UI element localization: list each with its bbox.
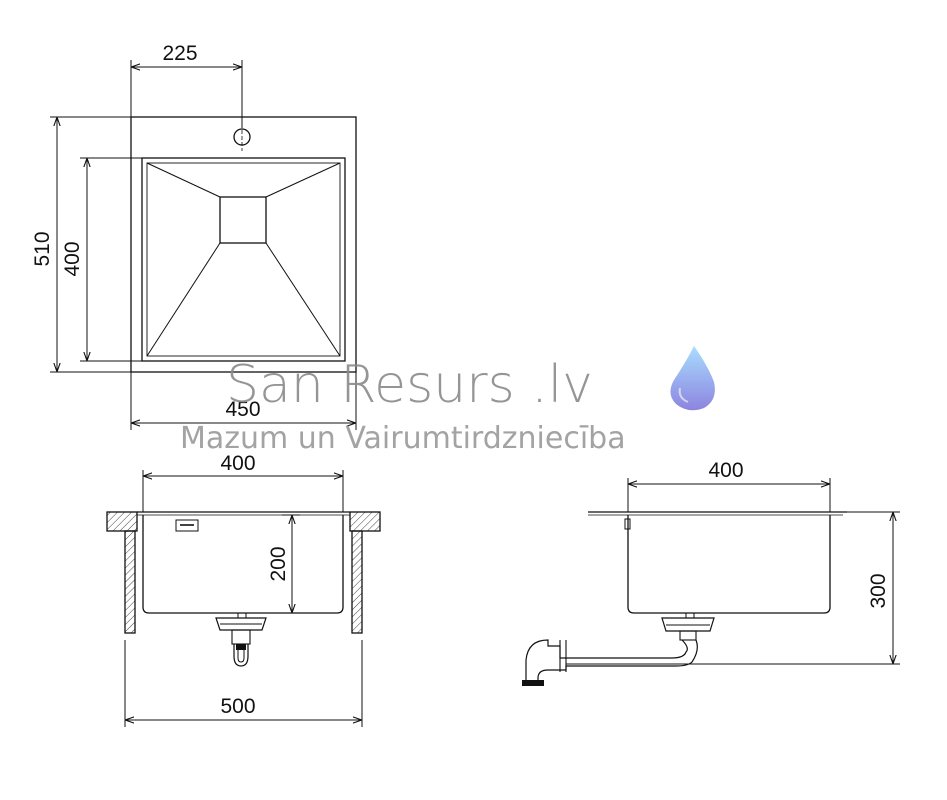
- dim-label-width: 450: [225, 398, 260, 421]
- dim-label-cabinet: 500: [220, 695, 255, 718]
- dim-label-side-bowl-width: 400: [708, 459, 743, 482]
- cabinet-wall-right: [351, 530, 363, 634]
- sink-outer-rim: [130, 116, 357, 373]
- watermark-subtitle: Mazum un Vairumtirdzniecība: [180, 421, 626, 456]
- top-view: [130, 116, 357, 373]
- worktop-right: [349, 511, 381, 532]
- waste-pipe: [525, 639, 688, 680]
- drain-square: [219, 196, 267, 244]
- bowl-inner-floor: [146, 162, 341, 357]
- bowl-slope-line: [146, 242, 221, 357]
- dim-label-bowl-depth: 400: [61, 241, 84, 276]
- dim-label-depth: 510: [31, 231, 54, 266]
- water-drop-icon: [670, 346, 715, 411]
- overflow-plate: [175, 519, 199, 532]
- top-view-dimensions: [50, 60, 357, 430]
- watermark: San Resurs .lv Mazum un Vairumtirdzniecī…: [180, 346, 715, 456]
- side-drain-basket: [661, 617, 715, 632]
- front-view: [106, 511, 381, 667]
- drain-trap: [233, 644, 249, 667]
- bowl-inner-edge: [141, 157, 346, 362]
- bowl-profile: [142, 515, 344, 614]
- drain-basket: [215, 617, 267, 631]
- watermark-title: San Resurs .lv: [226, 355, 593, 415]
- side-bowl-profile: [627, 515, 831, 614]
- bowl-slope-line: [146, 162, 221, 198]
- bowl-slope-line: [265, 242, 341, 357]
- side-overflow: [624, 518, 631, 530]
- dim-label-bowl-height: 200: [267, 546, 290, 581]
- dim-label-front-bowl-width: 400: [220, 452, 255, 475]
- side-view-dimensions: [566, 478, 900, 665]
- cabinet-wall-left: [124, 530, 136, 634]
- bowl-slope-line: [265, 162, 341, 198]
- side-view: [522, 511, 847, 686]
- pipe-end-cap: [522, 680, 544, 686]
- front-view-dimensions: [124, 470, 363, 727]
- worktop-left: [106, 511, 138, 532]
- dim-label-total-height: 300: [867, 573, 890, 608]
- dim-label-tap: 225: [162, 42, 197, 65]
